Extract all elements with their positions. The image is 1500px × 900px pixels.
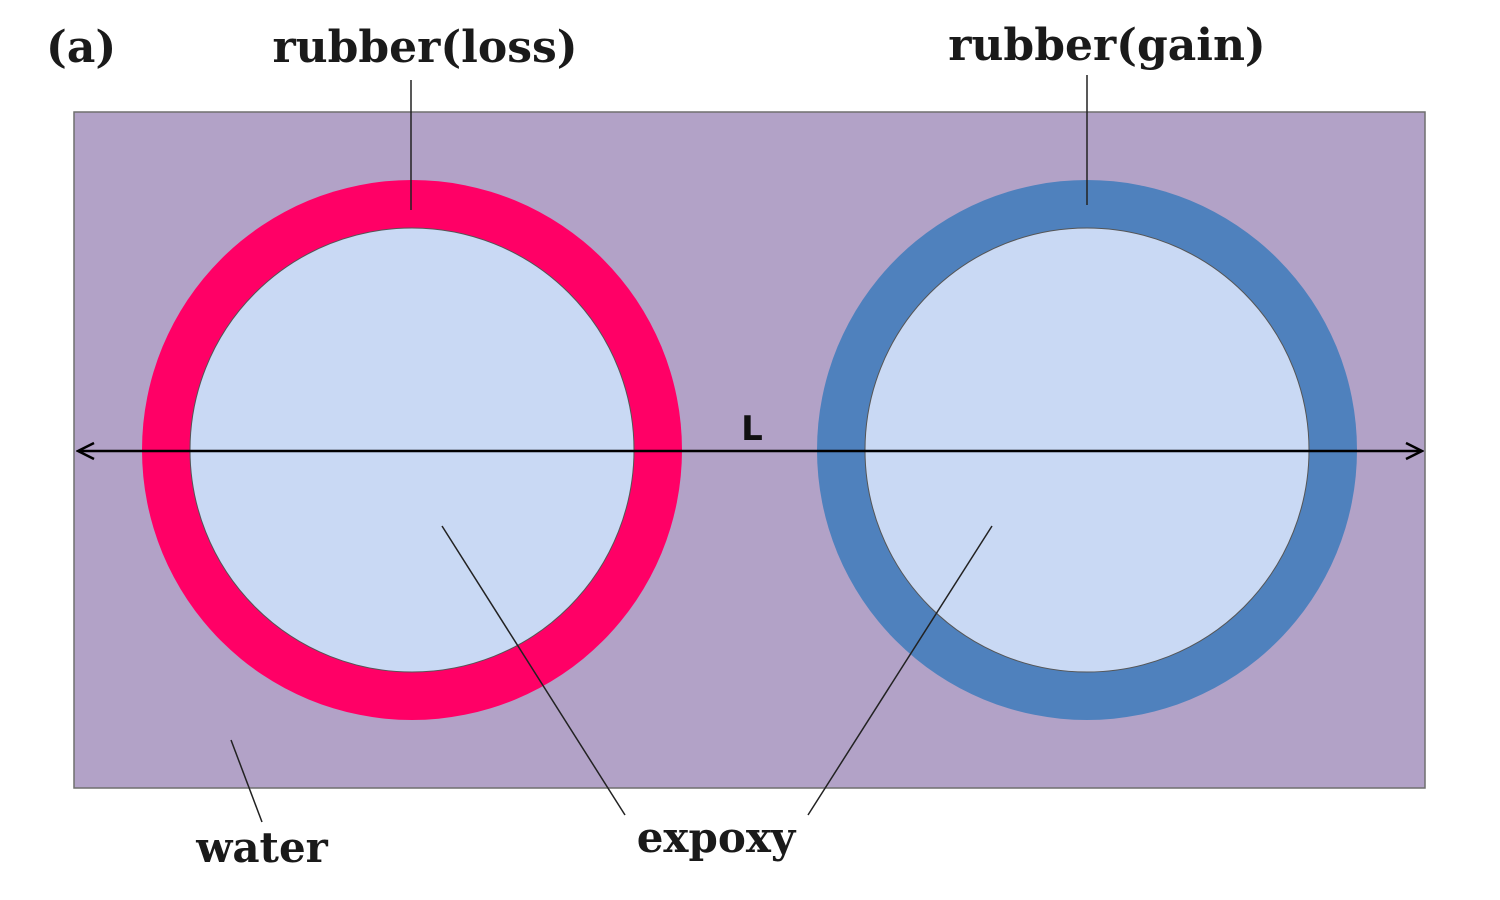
leader-epoxy-left xyxy=(441,525,626,816)
water-label: water xyxy=(195,823,328,872)
rubber-loss-label: rubber(loss) xyxy=(272,22,577,73)
leader-water xyxy=(230,739,263,823)
length-label: L xyxy=(741,409,763,449)
panel-label: (a) xyxy=(46,22,116,73)
leader-epoxy-right xyxy=(807,525,993,816)
rubber-gain-label: rubber(gain) xyxy=(948,20,1266,71)
epoxy-label: expoxy xyxy=(637,813,797,862)
